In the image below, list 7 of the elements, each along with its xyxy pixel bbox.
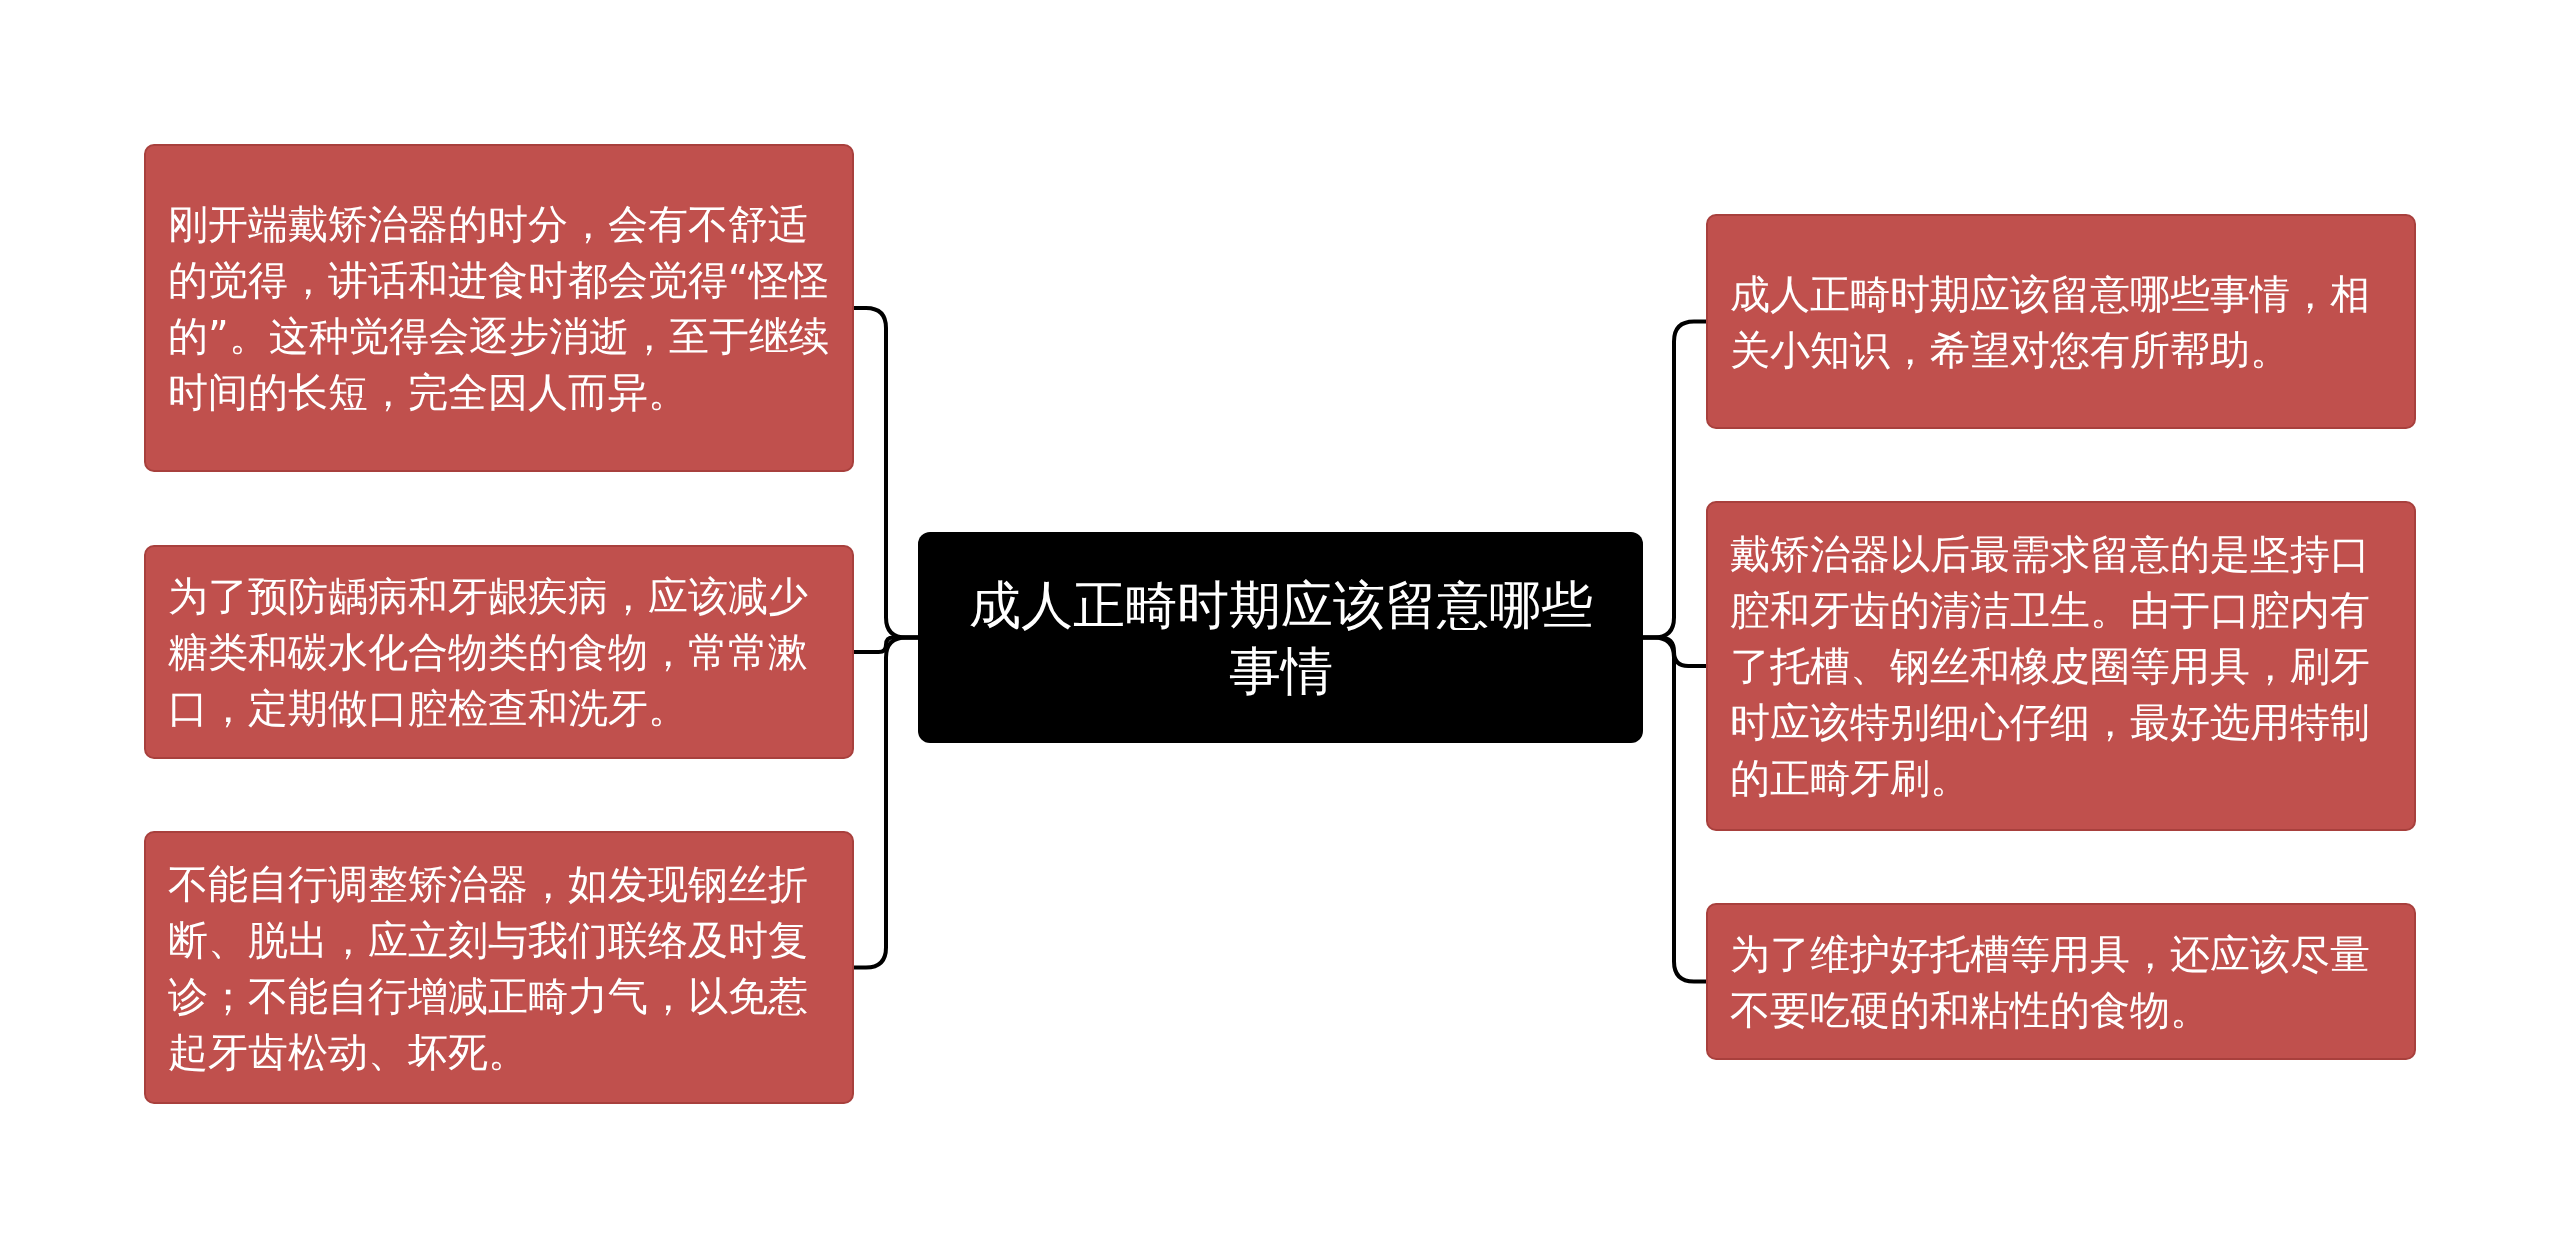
note-box: 为了维护好托槽等用具，还应该尽量不要吃硬的和粘性的食物。 bbox=[1706, 903, 2416, 1060]
note-box: 刚开端戴矫治器的时分，会有不舒适的觉得，讲话和进食时都会觉得“怪怪的”。这种觉得会逐步消逝，至于继续时间的长短，完全因人而异。 bbox=[144, 144, 854, 472]
topic-box: 成人正畸时期应该留意哪些事情 bbox=[918, 532, 1643, 743]
note-box: 戴矫治器以后最需求留意的是坚持口腔和牙齿的清洁卫生。由于口腔内有了托槽、钢丝和橡皮圈等用具，刷牙时应该特别细心仔细，最好选用特制的正畸牙刷。 bbox=[1706, 501, 2416, 831]
note-box: 不能自行调整矫治器，如发现钢丝折断、脱出，应立刻与我们联络及时复诊；不能自行增减正畸力气，以免惹起牙齿松动、坏死。 bbox=[144, 831, 854, 1104]
note-box: 成人正畸时期应该留意哪些事情，相关小知识，希望对您有所帮助。 bbox=[1706, 214, 2416, 429]
note-box: 为了预防龋病和牙龈疾病，应该减少糖类和碳水化合物类的食物，常常漱口，定期做口腔检查和洗牙。 bbox=[144, 545, 854, 759]
